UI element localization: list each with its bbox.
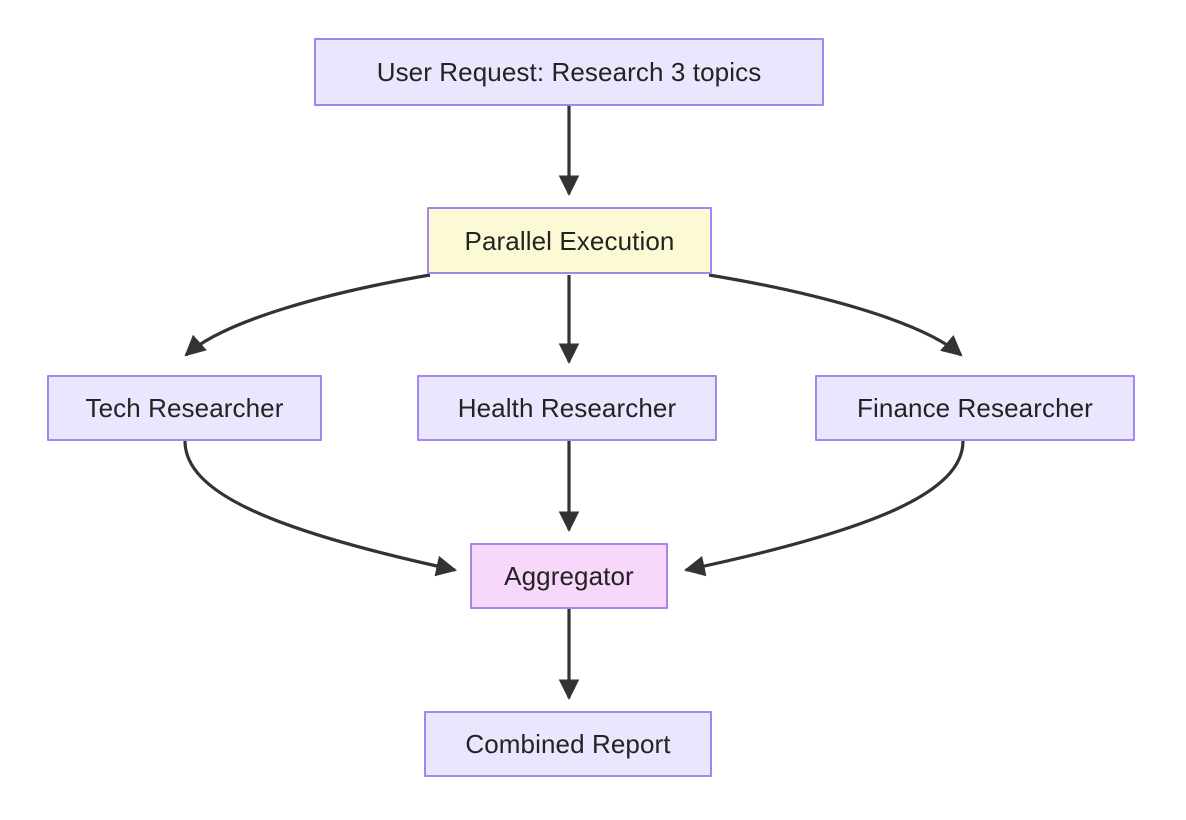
node-user-request[interactable]: User Request: Research 3 topics bbox=[314, 38, 824, 106]
node-finance-researcher[interactable]: Finance Researcher bbox=[815, 375, 1135, 441]
node-parallel-execution-label: Parallel Execution bbox=[464, 225, 675, 256]
node-parallel-execution[interactable]: Parallel Execution bbox=[427, 207, 712, 274]
node-health-researcher-label: Health Researcher bbox=[457, 393, 677, 423]
node-user-request-label: User Request: Research 3 topics bbox=[376, 57, 762, 87]
node-combined-report-label: Combined Report bbox=[465, 729, 671, 759]
node-aggregator[interactable]: Aggregator bbox=[470, 543, 668, 609]
node-combined-report[interactable]: Combined Report bbox=[424, 711, 712, 777]
node-tech-researcher[interactable]: Tech Researcher bbox=[47, 375, 322, 441]
node-health-researcher[interactable]: Health Researcher bbox=[417, 375, 717, 441]
edge-parallel-execution-to-tech-researcher bbox=[184, 273, 431, 357]
node-finance-researcher-label: Finance Researcher bbox=[857, 393, 1093, 423]
edge-finance-researcher-to-aggregator bbox=[683, 440, 965, 577]
edge-tech-researcher-to-aggregator bbox=[183, 440, 458, 577]
edge-parallel-execution-to-finance-researcher bbox=[708, 273, 963, 357]
node-aggregator-label: Aggregator bbox=[504, 561, 634, 591]
node-tech-researcher-label: Tech Researcher bbox=[85, 393, 284, 423]
